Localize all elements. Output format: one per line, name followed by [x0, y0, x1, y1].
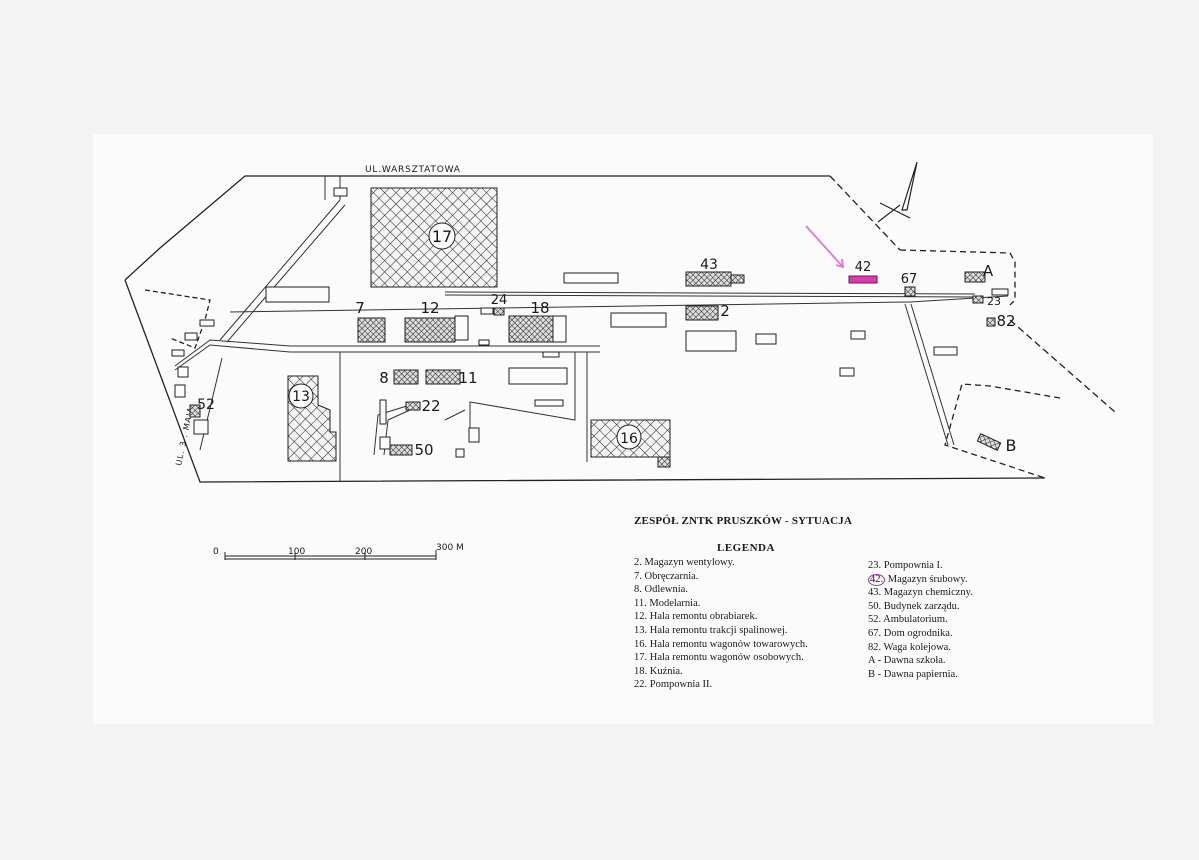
- highlight-arrow-icon: [805, 225, 845, 269]
- scale-label-300: 300 M: [436, 543, 464, 553]
- building-label-b: B: [1006, 436, 1017, 455]
- building-8: [393, 369, 419, 385]
- legend-item-label: Magazyn śrubowy.: [887, 573, 968, 585]
- building-42-highlighted: [848, 275, 878, 284]
- building-label-42: 42: [855, 260, 872, 275]
- building-18: [508, 315, 554, 343]
- building-labels: 17 43 42 67 A 23 82 7 12 24 18 2 13 52 8 11 22 50 16 B: [197, 227, 1016, 459]
- buildings-plain: [171, 187, 1009, 458]
- building-50: [389, 444, 413, 456]
- building-24: [493, 307, 505, 316]
- legend-item: 22. Pompownia II.: [634, 679, 713, 691]
- legend-item-highlighted: 42. Magazyn śrubowy.: [868, 573, 973, 587]
- building-label-11: 11: [458, 369, 477, 387]
- legend-item: 13. Hala remontu trakcji spalinowej.: [634, 624, 788, 636]
- legend-right-column: 23. Pompownia I. 42. Magazyn śrubowy. 43…: [868, 559, 973, 681]
- legend-item: 52. Ambulatorium.: [868, 614, 948, 626]
- legend-item: 17. Hala remontu wagonów osobowych.: [634, 652, 804, 664]
- building-label-18: 18: [530, 299, 549, 317]
- building-label-43: 43: [700, 257, 718, 273]
- building-b: [976, 433, 1002, 451]
- building-label-7: 7: [355, 299, 365, 317]
- building-52: [189, 404, 201, 418]
- building-11: [425, 369, 461, 385]
- circled-building-numbers: [288, 222, 642, 450]
- legend-item: 8. Odlewnia.: [634, 584, 688, 596]
- scale-bar: [224, 550, 437, 560]
- building-label-a: A: [983, 262, 994, 280]
- legend-item: 50. Budynek zarządu.: [868, 600, 960, 612]
- building-label-13: 13: [292, 389, 310, 405]
- label-16: [616, 424, 642, 450]
- buildings-hatched: [189, 187, 1002, 468]
- building-82: [986, 317, 996, 327]
- legend-item: 23. Pompownia I.: [868, 560, 943, 571]
- building-22: [405, 401, 421, 411]
- building-label-12: 12: [420, 299, 439, 317]
- building-label-17: 17: [432, 227, 452, 246]
- building-a: [964, 271, 986, 283]
- building-7: [357, 317, 386, 343]
- legend-item: 18. Kuźnia.: [634, 665, 683, 677]
- building-label-2: 2: [720, 302, 730, 320]
- plan-title: ZESPÓŁ ZNTK PRUSZKÓW - SYTUACJA: [634, 515, 853, 527]
- building-label-67: 67: [901, 272, 918, 287]
- building-label-22: 22: [421, 397, 440, 415]
- scale-label-0: 0: [213, 547, 219, 557]
- building-label-52: 52: [197, 397, 215, 413]
- site-boundary: [124, 175, 1116, 483]
- building-label-8: 8: [379, 369, 389, 387]
- legend-item: A - Dawna szkoła.: [868, 655, 946, 667]
- building-67: [904, 286, 916, 297]
- legend-item: 82. Waga kolejowa.: [868, 641, 951, 653]
- highlight-number-circle: 42.: [868, 573, 886, 586]
- legend-heading: LEGENDA: [717, 542, 775, 554]
- legend-item: 43. Magazyn chemiczny.: [868, 587, 973, 599]
- street-label-warsztatowa: UL.WARSZTATOWA: [365, 165, 461, 175]
- legend-item: 7. Obręczarnia.: [634, 570, 699, 582]
- legend-item: 16. Hala remontu wagonów towarowych.: [634, 638, 808, 650]
- north-arrow-icon: [877, 161, 918, 223]
- legend-item: 12. Hala remontu obrabiarek.: [634, 611, 758, 623]
- scale-label-200: 200: [355, 547, 372, 557]
- label-17: [428, 222, 456, 250]
- building-label-24: 24: [491, 293, 508, 308]
- legend-left-column: 2. Magazyn wentylowy. 7. Obręczarnia. 8.…: [634, 556, 808, 692]
- building-label-23: 23: [987, 295, 1001, 308]
- legend-item: 67. Dom ogrodnika.: [868, 627, 953, 639]
- building-label-50: 50: [414, 441, 433, 459]
- building-23: [972, 295, 984, 304]
- building-2: [685, 305, 719, 321]
- building-12: [404, 317, 456, 343]
- label-13: [288, 383, 314, 409]
- building-label-82: 82: [996, 312, 1015, 330]
- building-43: [685, 271, 732, 287]
- legend-item: B - Dawna papiernia.: [868, 668, 958, 680]
- legend-item: 11. Modelarnia.: [634, 597, 701, 609]
- building-label-16: 16: [620, 431, 638, 447]
- legend-item: 2. Magazyn wentylowy.: [634, 557, 735, 568]
- scale-label-100: 100: [288, 547, 305, 557]
